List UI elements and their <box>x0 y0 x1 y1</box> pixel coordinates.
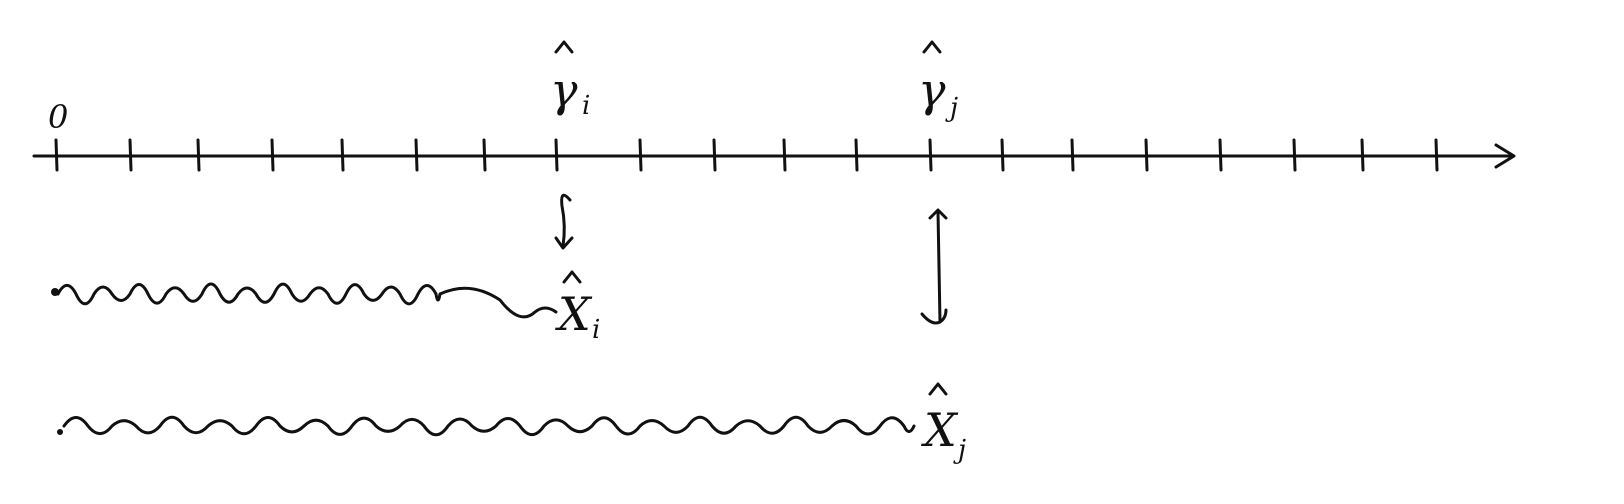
path-label-x-i: X i <box>555 270 600 345</box>
number-line-arrowhead <box>1494 143 1516 169</box>
marker-label-gamma-j: γ j <box>918 40 958 123</box>
origin-label: 0 <box>48 98 68 136</box>
path-label-x-j: X j <box>921 382 966 465</box>
tick-mark <box>1434 138 1439 172</box>
tick-mark <box>854 138 859 172</box>
wavy-path-x-j <box>57 415 916 437</box>
tick-mark <box>414 138 419 172</box>
marker-subscript: j <box>945 93 958 123</box>
tick-mark <box>928 138 933 172</box>
correspondence-arrow-j <box>920 208 948 325</box>
hat-x-j <box>928 382 948 396</box>
tick-mark <box>1144 138 1149 172</box>
tick-mark <box>1218 138 1223 172</box>
tick-mark <box>638 138 643 172</box>
tick-mark <box>1000 138 1005 172</box>
hat-gamma-i <box>554 40 574 54</box>
path-symbol: X <box>555 287 593 341</box>
hat-gamma-j <box>922 40 942 54</box>
wavy-path-x-i <box>51 282 558 319</box>
tick-mark <box>128 138 133 172</box>
path-start-dot <box>57 429 63 435</box>
path-symbol: X <box>921 403 959 457</box>
correspondence-arrow-i <box>554 193 574 250</box>
marker-label-gamma-i: γ i <box>550 40 590 121</box>
tick-mark <box>196 138 201 172</box>
tick-marks <box>54 138 1439 172</box>
marker-symbol: γ <box>918 63 946 117</box>
marker-symbol: γ <box>550 63 578 117</box>
marker-subscript: i <box>582 91 590 121</box>
tick-mark <box>712 138 717 172</box>
tick-mark <box>554 138 559 172</box>
tick-mark <box>482 138 487 172</box>
path-subscript: i <box>592 315 600 345</box>
tick-mark <box>1070 138 1075 172</box>
path-curve <box>56 282 558 319</box>
tick-mark <box>54 138 59 172</box>
tick-mark <box>1292 138 1297 172</box>
hat-x-i <box>562 270 582 284</box>
path-curve <box>62 415 916 437</box>
tick-mark <box>1360 138 1365 172</box>
tick-mark <box>782 138 787 172</box>
tick-mark <box>340 138 345 172</box>
tick-mark <box>270 138 275 172</box>
